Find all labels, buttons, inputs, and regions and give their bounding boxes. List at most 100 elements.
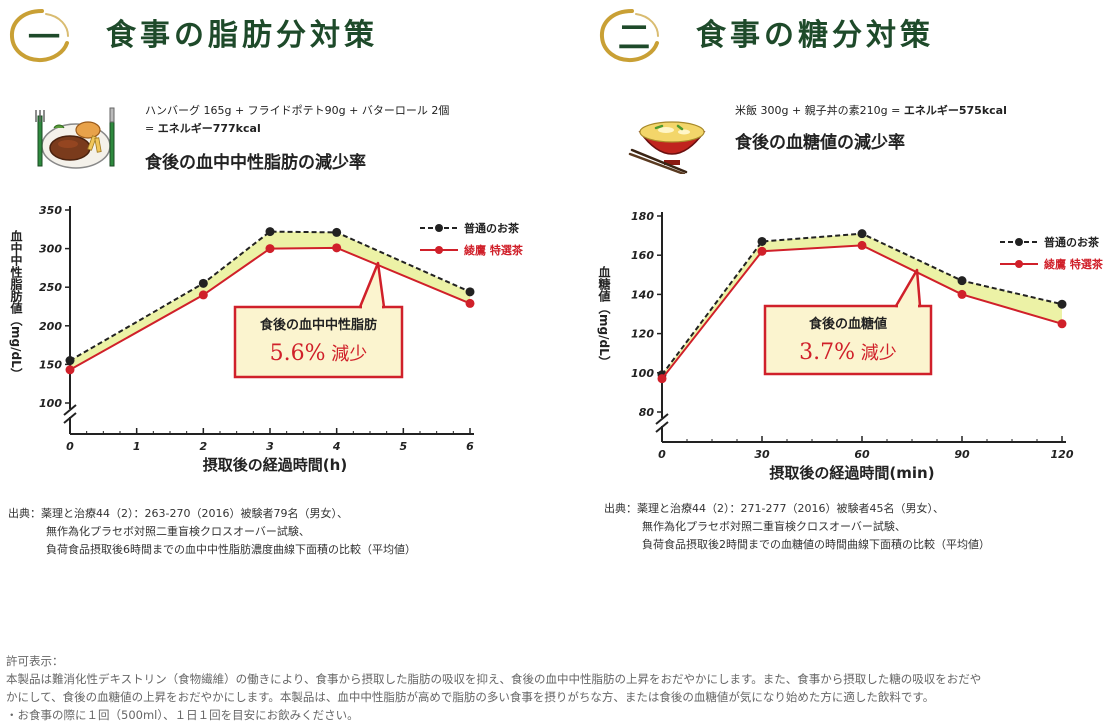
y-tick-label: 150 [39,358,62,371]
data-point [65,356,75,366]
x-tick-label: 90 [954,448,970,461]
y-tick-label: 80 [639,406,655,419]
x-tick-label: 5 [400,440,408,453]
x-tick-label: 120 [1051,448,1074,461]
meal-description: ハンバーグ 165g + フライドポテト90g + バターロール 2個 = エネ… [145,102,449,138]
x-axis-label: 摂取後の経過時間(min) [769,464,934,482]
x-axis-label: 摂取後の経過時間(h) [203,456,347,474]
x-tick-label: 0 [66,440,74,453]
source-line-3: 負荷食品摂取後6時間までの血中中性脂肪濃度曲線下面積の比較（平均値） [46,543,416,556]
data-point [198,278,208,288]
y-tick-label: 100 [631,367,654,380]
annotation-label: 食後の血糖値 [809,316,887,332]
data-point [757,236,767,246]
annotation-suffix: 減少 [855,343,897,364]
meal-line-2: = エネルギー777kcal [145,120,449,138]
y-axis-label: 血糖値（mg/dL） [597,265,611,368]
source-line-1: 出典：薬理と治療44（2）：271-277（2016）被験者45名（男女）、 [604,502,944,515]
x-tick-label: 0 [658,448,666,461]
axis-break-mark [63,412,77,424]
chart-title: 食後の血中中性脂肪の減少率 [145,153,366,173]
brush-circle-emblem-icon: 一 [9,9,69,63]
data-point [465,287,475,297]
license-line-2: かにして、食後の血糖値の上昇をおだやかにします。本製品は、血中中性脂肪が高めで脂… [6,690,935,704]
x-tick-label: 2 [200,440,208,453]
data-point [332,227,342,237]
source-citation: 出典：薬理と治療44（2）：263-270（2016）被験者79名（男女）、 無… [8,505,416,559]
section-title: 食事の脂肪分対策 [106,18,378,53]
annotation-box [763,304,933,376]
legend-label: 綾鷹 特選茶 [464,243,524,257]
annotation-value: 5.6% 減少 [270,341,368,366]
data-point [265,244,275,254]
y-tick-label: 180 [631,210,654,223]
data-point [65,365,75,375]
approval-statement: 許可表示： 本製品は難消化性デキストリン（食物繊維）の働きにより、食事から摂取し… [6,652,1114,724]
meal-energy: エネルギー777kcal [157,122,261,135]
meal-items: 米飯 300g + 親子丼の素210g = [735,104,904,117]
meal-equals: = [145,122,158,135]
sugar-panel: 二 食事の糖分対策 米飯 300g + 親子丼の素210g = エネルギー575… [590,0,1120,560]
axis-break-mark [63,404,77,416]
annotation-percent: 3.7% [799,340,855,365]
y-tick-label: 300 [39,243,62,256]
data-point [198,290,208,300]
source-line-2: 無作為化プラセボ対照二重盲検クロスオーバー試験、 [46,525,310,538]
x-tick-label: 6 [466,440,474,453]
legend-label: 綾鷹 特選茶 [1044,257,1104,271]
license-line-1: 本製品は難消化性デキストリン（食物繊維）の働きにより、食事から摂取した脂肪の吸収… [6,672,982,686]
y-tick-label: 120 [631,328,654,341]
annotation-value: 3.7% 減少 [799,340,897,365]
y-axis-label: 血中中性脂肪値（mg/dL） [9,229,23,380]
fat-panel: 一 食事の脂肪分対策 ハンバーグ 165g + フライドポテト90g + バター… [0,0,560,560]
data-point [265,227,275,237]
hamburg-plate-icon [35,107,115,169]
legend-label: 普通のお茶 [1044,235,1100,249]
license-line-3: ・お食事の際に１回（500ml）、１日１回を目安にお飲みください。 [6,708,359,722]
annotation-box [233,305,404,379]
axis-break-mark [655,421,669,433]
meal-line-1: ハンバーグ 165g + フライドポテト90g + バターロール 2個 [145,104,450,117]
license-heading: 許可表示： [6,654,64,668]
y-tick-label: 250 [39,281,62,294]
meal-energy: エネルギー575kcal [903,104,1007,117]
data-point [957,276,967,286]
y-tick-label: 350 [39,204,62,217]
series-line-0 [69,230,471,362]
data-point [957,289,967,299]
legend-marker [435,246,443,254]
y-tick-label: 100 [39,397,62,410]
emblem-numeral: 二 [618,18,650,56]
annotation-pointer [894,268,922,308]
brush-circle-emblem-icon: 二 [599,9,659,63]
legend-marker [435,224,443,232]
axis-break-mark [655,413,669,425]
x-tick-label: 30 [754,448,770,461]
legend-marker [1015,260,1023,268]
y-tick-label: 200 [39,320,62,333]
source-citation: 出典：薬理と治療44（2）：271-277（2016）被験者45名（男女）、 無… [604,500,990,554]
x-tick-label: 60 [854,448,870,461]
data-point [1057,319,1067,329]
chart-title: 食後の血糖値の減少率 [735,133,905,153]
x-tick-label: 1 [133,440,141,453]
meal-description: 米飯 300g + 親子丼の素210g = エネルギー575kcal [735,102,1007,120]
source-line-2: 無作為化プラセボ対照二重盲検クロスオーバー試験、 [642,520,906,533]
data-point [857,240,867,250]
meal-line-1: 米飯 300g + 親子丼の素210g = エネルギー575kcal [735,102,1007,120]
blood-glucose-chart: 80 100 120 140 160 180 0 30 60 90 120 摂取後の経過時間(min)… [597,210,1104,482]
legend-label: 普通のお茶 [464,221,520,235]
y-tick-label: 160 [631,249,654,262]
source-line-3: 負荷食品摂取後2時間までの血糖値の時間曲線下面積の比較（平均値） [642,538,990,551]
annotation-suffix: 減少 [326,344,368,365]
emblem-numeral: 一 [28,18,60,56]
y-tick-label: 140 [631,288,654,301]
data-point [1057,299,1067,309]
annotation-pointer [358,261,386,309]
source-line-1: 出典：薬理と治療44（2）：263-270（2016）被験者79名（男女）、 [8,507,348,520]
data-point [857,229,867,239]
oyakodon-bowl-icon [628,121,706,174]
annotation-label: 食後の血中中性脂肪 [260,317,377,333]
data-point [657,374,667,384]
